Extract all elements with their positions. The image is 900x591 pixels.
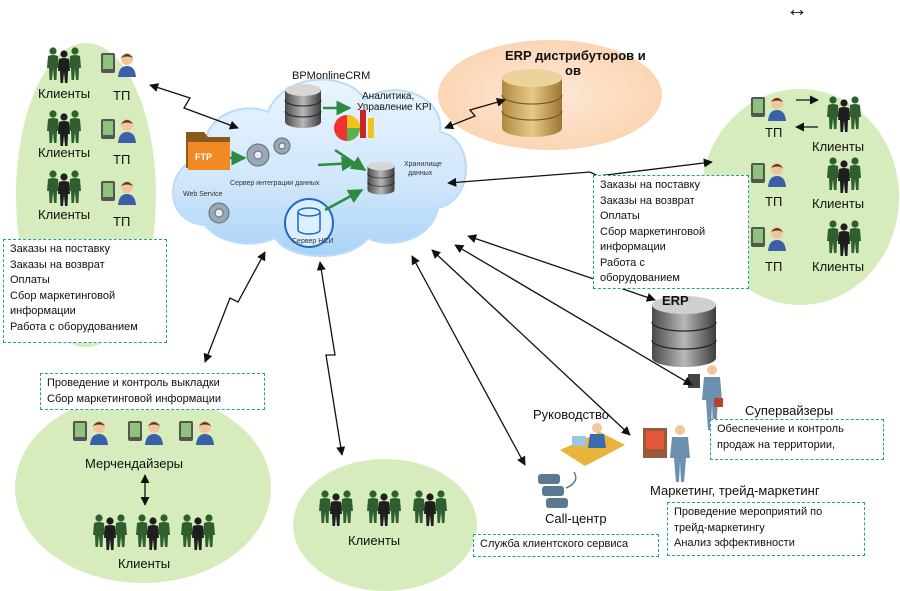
nsi-server-icon bbox=[284, 198, 334, 248]
storage-label-1: Хранилище bbox=[404, 161, 442, 168]
marketing-task-item: трейд-маркетингу bbox=[674, 521, 765, 534]
left-tp-label-1: ТП bbox=[113, 88, 131, 103]
analytics-label: Аналитика, bbox=[362, 91, 415, 102]
right-clients-label-2: Клиенты bbox=[812, 196, 865, 211]
supervisors-box: Обеспечение и контроль продаж на террито… bbox=[710, 419, 884, 460]
right-task-item: Заказы на возврат bbox=[600, 194, 695, 207]
crm-label: BPMonlineCRM bbox=[292, 70, 371, 82]
left-task-item: информации bbox=[10, 305, 76, 317]
left-clients-label-3: Клиенты bbox=[38, 207, 91, 222]
analytics-pie-icon bbox=[334, 110, 374, 141]
top-right-arrow: ↔ bbox=[786, 0, 808, 21]
ftp-label: FTP bbox=[195, 152, 212, 162]
left-task-item: Работа с оборудованием bbox=[10, 320, 138, 333]
right-task-item: Оплаты bbox=[600, 210, 640, 222]
management-label: Руководство bbox=[533, 407, 609, 422]
callcenter-box: Служба клиентского сервиса bbox=[473, 534, 659, 557]
left-clients-label-2: Клиенты bbox=[38, 145, 91, 160]
marketing-task-item: Проведение мероприятий по bbox=[674, 506, 823, 518]
supervisors-task-item: продаж на территории, bbox=[717, 438, 836, 451]
kpi-label: Управление KPI bbox=[357, 102, 432, 113]
erp-label: ERP bbox=[662, 293, 689, 308]
left-task-item: Сбор маркетинговой bbox=[10, 289, 116, 302]
storage-label-2: данных bbox=[408, 170, 433, 177]
left-task-item: Заказы на поставку bbox=[10, 243, 110, 255]
erp-distributors-label-2: ов bbox=[565, 63, 581, 78]
right-task-item: информации bbox=[600, 241, 666, 253]
right-task-item: Сбор маркетинговой bbox=[600, 225, 706, 238]
right-clients-label-1: Клиенты bbox=[812, 139, 865, 154]
ftp-folder-icon bbox=[186, 132, 230, 170]
marketing-label: Маркетинг, трейд-маркетинг bbox=[650, 483, 820, 498]
right-clients-label-3: Клиенты bbox=[812, 259, 865, 274]
storage-db-icon bbox=[367, 161, 395, 195]
nsi-server-label: Сервер НСИ bbox=[292, 238, 334, 245]
left-tp-label-2: ТП bbox=[113, 152, 131, 167]
erp-distributors-label: ERP дистрибуторов и bbox=[505, 48, 646, 63]
right-task-item: оборудованием bbox=[600, 272, 680, 284]
marketing-task-item: Анализ эффективности bbox=[674, 537, 795, 549]
erp-distributors-db-icon bbox=[501, 69, 563, 137]
merch-tasks-box: Проведение и контроль выкладки Сбор марк… bbox=[40, 373, 265, 410]
right-tp-label-1: ТП bbox=[765, 125, 783, 140]
merch-task-item: Проведение и контроль выкладки bbox=[47, 377, 220, 389]
callcenter-phones-icon bbox=[538, 471, 577, 508]
merch-task-item: Сбор маркетинговой информации bbox=[47, 392, 221, 405]
left-tp-label-3: ТП bbox=[113, 214, 131, 229]
right-task-item: Заказы на поставку bbox=[600, 179, 700, 191]
merch-clients-label: Клиенты bbox=[118, 556, 171, 571]
right-tp-label-3: ТП bbox=[765, 259, 783, 274]
left-tasks-box: Заказы на поставку Заказы на возврат Опл… bbox=[3, 239, 167, 343]
integration-server-label: Сервер интеграции данных bbox=[230, 180, 320, 187]
right-tp-label-2: ТП bbox=[765, 194, 783, 209]
left-clients-label-1: Клиенты bbox=[38, 86, 91, 101]
marketing-box: Проведение мероприятий по трейд-маркетин… bbox=[667, 502, 865, 556]
gears-icon bbox=[208, 137, 291, 224]
marketing-presentation-icon bbox=[643, 425, 690, 482]
left-task-item: Оплаты bbox=[10, 274, 50, 286]
right-tasks-box: Заказы на поставку Заказы на возврат Опл… bbox=[593, 175, 749, 289]
callcenter-task-item: Служба клиентского сервиса bbox=[480, 538, 629, 550]
callcenter-label: Call-центр bbox=[545, 511, 607, 526]
supervisors-task-item: Обеспечение и контроль bbox=[717, 423, 844, 435]
bottom-clients-label: Клиенты bbox=[348, 533, 401, 548]
web-service-label: Web Service bbox=[183, 191, 223, 198]
management-desk-icon bbox=[560, 423, 625, 466]
merchandisers-label: Мерчендайзеры bbox=[85, 456, 184, 471]
left-task-item: Заказы на возврат bbox=[10, 258, 105, 271]
crm-db-icon bbox=[284, 83, 322, 129]
supervisors-label: Супервайзеры bbox=[745, 403, 834, 418]
right-task-item: Работа с bbox=[600, 256, 645, 269]
